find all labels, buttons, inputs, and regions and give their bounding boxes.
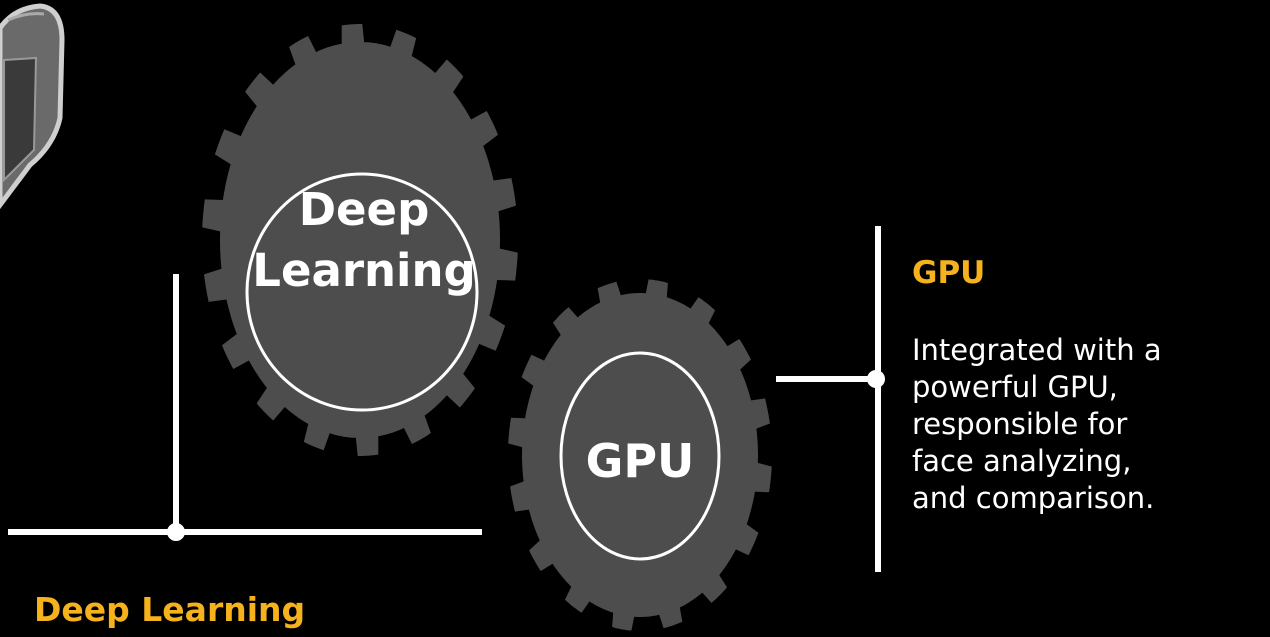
deep-learning-heading: Deep Learning xyxy=(34,590,306,629)
gpu-description-line: and comparison. xyxy=(912,481,1155,515)
gpu-heading: GPU xyxy=(912,255,986,291)
gpu-callout-connector xyxy=(776,226,885,572)
gear-gpu-ring xyxy=(559,351,721,561)
gear-deep-learning-label-line1: Deep xyxy=(299,183,430,236)
gpu-description-line: powerful GPU, xyxy=(912,370,1118,404)
gpu-connector-dot xyxy=(867,370,885,388)
gpu-description-line: Integrated with a xyxy=(912,333,1162,367)
gear-deep-learning-label-line2: Learning xyxy=(252,244,475,297)
gear-gpu: GPU xyxy=(508,279,772,631)
gpu-description-line: responsible for xyxy=(912,407,1128,441)
gear-deep-learning: Deep Learning xyxy=(202,24,518,456)
deep-learning-connector-dot xyxy=(167,523,185,541)
gpu-description-line: face analyzing, xyxy=(912,444,1132,478)
device-image xyxy=(0,3,65,210)
gpu-description: Integrated with a powerful GPU, responsi… xyxy=(912,332,1162,517)
gear-deep-learning-ring xyxy=(245,172,479,412)
deep-learning-callout-connector xyxy=(8,274,482,541)
gear-gpu-label: GPU xyxy=(586,434,695,488)
